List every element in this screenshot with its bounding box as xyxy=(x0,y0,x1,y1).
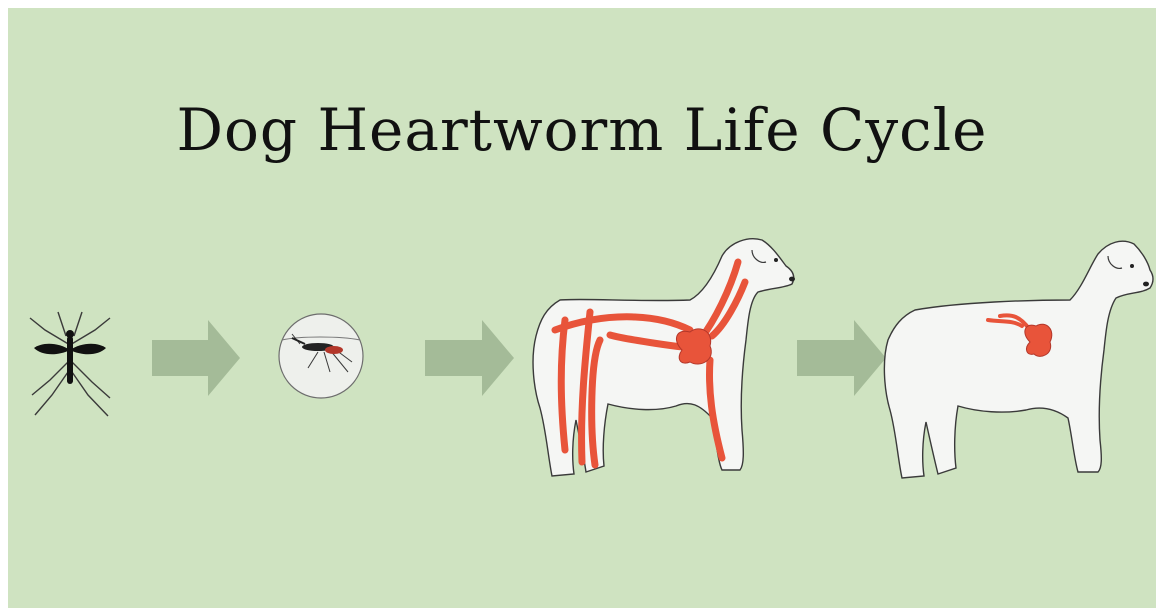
arrow-3 xyxy=(797,320,886,396)
arrow-2 xyxy=(425,320,514,396)
dog-infected-vessels-icon xyxy=(533,239,795,476)
arrow-1 xyxy=(152,320,240,396)
mosquito-icon xyxy=(30,312,110,416)
mosquito-biting-icon xyxy=(279,314,363,398)
dog-heart-worms-icon xyxy=(884,241,1153,478)
